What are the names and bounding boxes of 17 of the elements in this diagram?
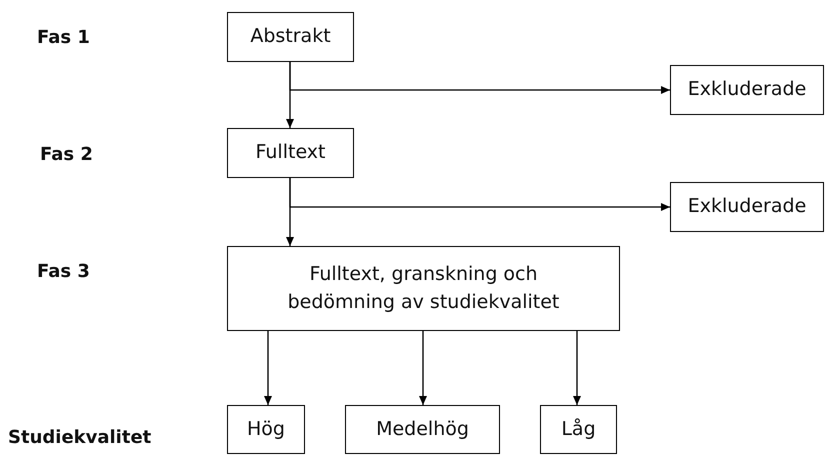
phase-label: Fas 2 xyxy=(40,144,93,165)
process-box: Exkluderade xyxy=(670,182,824,232)
arrow xyxy=(264,331,272,405)
process-box: Fulltext, granskning och bedömning av studiekvalitet xyxy=(227,246,620,331)
arrow xyxy=(289,178,670,211)
phase-label: Fas 3 xyxy=(37,261,90,282)
arrow xyxy=(419,331,427,405)
process-box: Exkluderade xyxy=(670,65,824,115)
process-box: Medelhög xyxy=(345,405,500,454)
process-box: Låg xyxy=(540,405,617,454)
process-box: Hög xyxy=(227,405,305,454)
process-box: Abstrakt xyxy=(227,12,354,62)
arrow xyxy=(289,62,670,94)
phase-label: Fas 1 xyxy=(37,27,90,48)
process-box: Fulltext xyxy=(227,128,354,178)
arrow xyxy=(573,331,581,405)
phase-label: Studiekvalitet xyxy=(8,427,152,448)
